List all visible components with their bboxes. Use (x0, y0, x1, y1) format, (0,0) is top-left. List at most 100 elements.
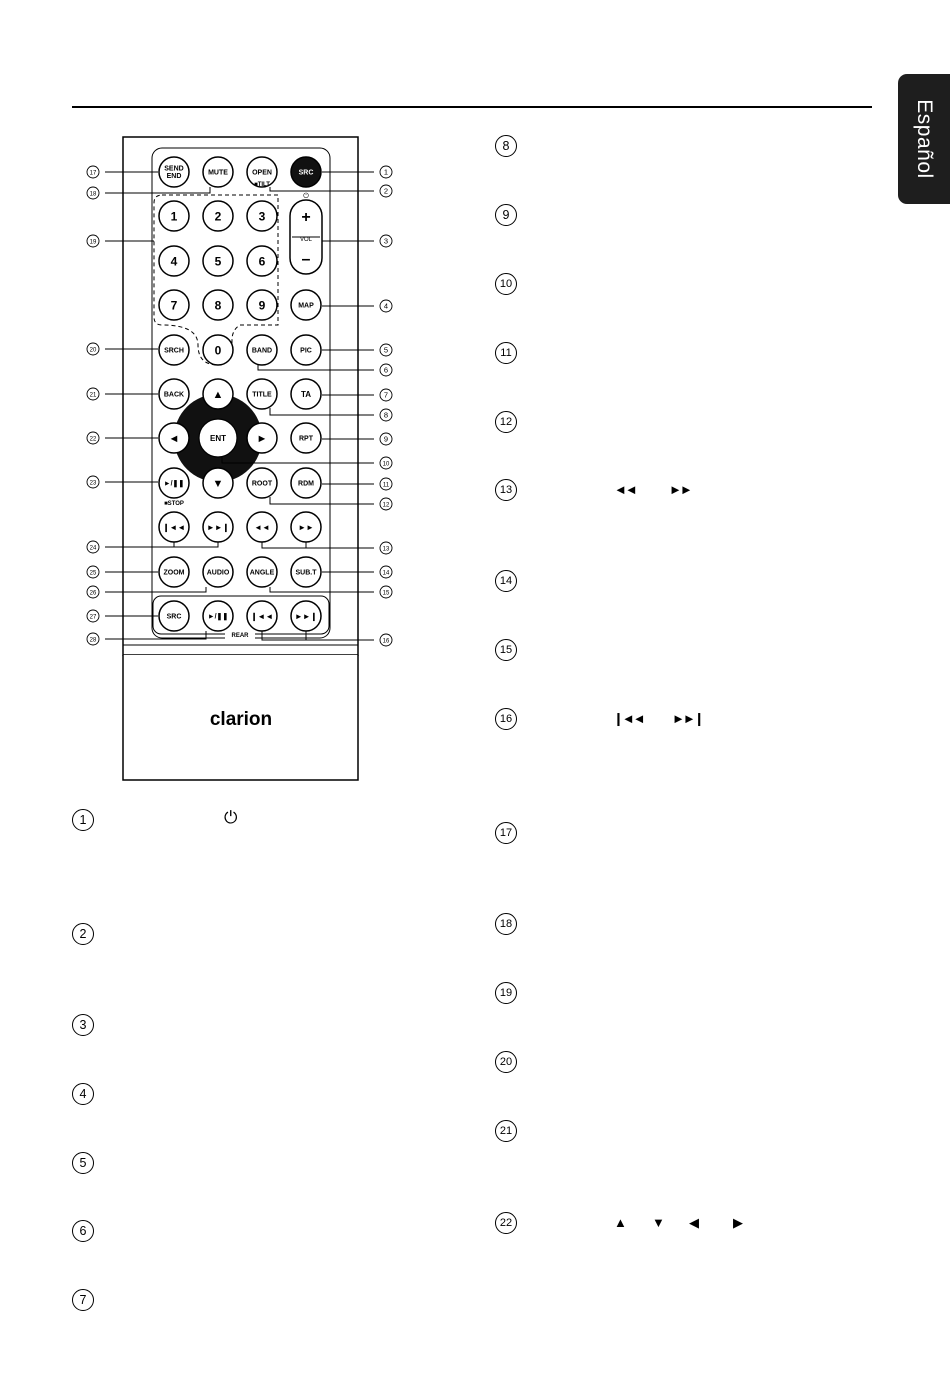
rew-label: ◄◄ (254, 523, 270, 532)
callout-number-25: 25 (90, 571, 97, 577)
callout-leader-24 (105, 542, 219, 548)
right-button[interactable]: ► (246, 422, 278, 454)
subt-button[interactable]: SUB.T (290, 556, 322, 588)
callout-number-21: 21 (90, 393, 97, 399)
down-button[interactable]: ▼ (202, 467, 234, 499)
left-button[interactable]: ◄ (158, 422, 190, 454)
root-label: ROOT (252, 481, 273, 488)
n1-button[interactable]: 1 (158, 200, 190, 232)
rpt-label: RPT (299, 436, 314, 443)
play-pause-button[interactable]: ►/❚❚ (158, 467, 190, 499)
n1-label: 1 (171, 209, 178, 223)
n2-button[interactable]: 2 (202, 200, 234, 232)
angle-button[interactable]: ANGLE (246, 556, 278, 588)
src-button[interactable]: SRC (290, 156, 322, 188)
up-button[interactable]: ▲ (202, 378, 234, 410)
callout-number-26: 26 (90, 591, 97, 597)
angle-label: ANGLE (250, 570, 275, 577)
callout-circle-22 (86, 431, 100, 445)
pic-button[interactable]: PIC (290, 334, 322, 366)
open-label: OPEN (252, 170, 272, 177)
rdm-label: RDM (298, 481, 314, 488)
ff-button[interactable]: ►► (290, 511, 322, 543)
band-button[interactable]: BAND (246, 334, 278, 366)
callout-number-28: 28 (90, 638, 97, 644)
send-end-label: SEND (164, 166, 183, 173)
callout-number-10: 10 (383, 462, 390, 468)
rear-play-button[interactable]: ►/❚❚ (202, 600, 234, 632)
callout-circle-9 (379, 432, 393, 446)
root-button[interactable]: ROOT (246, 467, 278, 499)
legend-number-1: 1 (72, 809, 94, 831)
audio-button[interactable]: AUDIO (202, 556, 234, 588)
n7-label: 7 (171, 298, 178, 312)
rear-prev-button[interactable]: ❙◄◄ (246, 600, 278, 632)
mute-button[interactable]: MUTE (202, 156, 234, 188)
vol-up-label: + (301, 209, 310, 226)
callout-leader-15 (269, 587, 374, 593)
callout-number-13: 13 (383, 547, 390, 553)
rew-button[interactable]: ◄◄ (246, 511, 278, 543)
n5-button[interactable]: 5 (202, 245, 234, 277)
callout-circle-8 (379, 408, 393, 422)
ta-button[interactable]: TA (290, 378, 322, 410)
tilt-label: ■TILT (254, 182, 270, 188)
callout-leader-12 (269, 497, 374, 505)
language-tab[interactable]: Español (898, 74, 950, 204)
band-label: BAND (252, 348, 272, 355)
callout-circle-16 (379, 633, 393, 647)
callout-leader-28 (105, 631, 207, 640)
rpt-button[interactable]: RPT (290, 422, 322, 454)
n4-button[interactable]: 4 (158, 245, 190, 277)
callout-circle-12 (379, 497, 393, 511)
remote-base (122, 655, 359, 781)
n8-button[interactable]: 8 (202, 289, 234, 321)
n0-button[interactable]: 0 (202, 334, 234, 366)
callout-number-15: 15 (383, 591, 390, 597)
callout-leader-18 (105, 187, 211, 194)
srch-label: SRCH (164, 348, 184, 355)
src-label: SRC (299, 170, 314, 177)
n3-button[interactable]: 3 (246, 200, 278, 232)
map-label: MAP (298, 303, 314, 310)
rdm-button[interactable]: RDM (290, 467, 322, 499)
rear-src-button[interactable]: SRC (158, 600, 190, 632)
n9-button[interactable]: 9 (246, 289, 278, 321)
open-button[interactable]: OPEN (246, 156, 278, 188)
legend-number-10: 10 (495, 273, 517, 295)
callout-circle-28 (86, 632, 100, 646)
n8-label: 8 (215, 298, 222, 312)
zoom-label: ZOOM (164, 570, 185, 577)
callout-circle-21 (86, 387, 100, 401)
n7-button[interactable]: 7 (158, 289, 190, 321)
title-button[interactable]: TITLE (246, 378, 278, 410)
enter-button[interactable] (198, 418, 238, 458)
callout-circle-11 (379, 477, 393, 491)
rear-next-button[interactable]: ►►❙ (290, 600, 322, 632)
callout-number-7: 7 (384, 391, 388, 400)
map-button[interactable]: MAP (290, 289, 322, 321)
rear-next-label: ►►❙ (295, 612, 318, 622)
legend-number-14: 14 (495, 570, 517, 592)
prev-button[interactable]: ❙◄◄ (158, 511, 190, 543)
zoom-button[interactable]: ZOOM (158, 556, 190, 588)
callout-number-23: 23 (90, 481, 97, 487)
legend-number-2: 2 (72, 923, 94, 945)
up-label: ▲ (213, 389, 224, 401)
back-button[interactable]: BACK (158, 378, 190, 410)
n2-label: 2 (215, 209, 222, 223)
callout-number-27: 27 (90, 615, 97, 621)
srch-button[interactable]: SRCH (158, 334, 190, 366)
numeric-group (153, 194, 279, 366)
n6-button[interactable]: 6 (246, 245, 278, 277)
rear-prev-label: ❙◄◄ (251, 612, 274, 622)
next-button[interactable]: ►►❙ (202, 511, 234, 543)
callout-number-17: 17 (90, 171, 97, 177)
callout-number-22: 22 (90, 437, 97, 443)
callout-circle-23 (86, 475, 100, 489)
callout-leader-8 (269, 408, 374, 416)
n0-label: 0 (215, 343, 222, 357)
legend-number-19: 19 (495, 982, 517, 1004)
prev-label: ❙◄◄ (163, 523, 186, 533)
